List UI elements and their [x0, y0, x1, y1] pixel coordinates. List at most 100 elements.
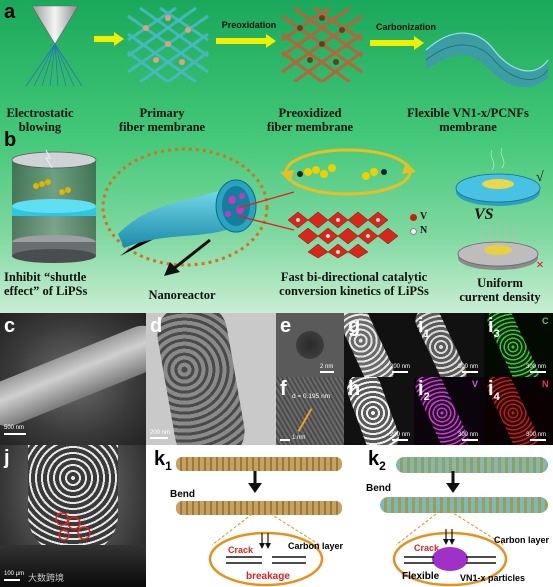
panel-k2-schematic: k2 Bend Crack Carbon layer Flexible VN1-…	[350, 445, 553, 587]
panel-i4-label: i4	[488, 378, 500, 403]
panel-f-label: f	[280, 378, 287, 400]
preoxidation-arrow-label: Preoxidation	[221, 20, 277, 30]
fiber-tube-image	[118, 179, 257, 248]
panel-c-sem-image: c 500 nm	[0, 313, 146, 445]
electrostatic-nozzle-icon	[25, 5, 83, 87]
straight-fiber	[396, 457, 548, 473]
versus-label: VS	[474, 206, 494, 223]
panel-i4-nitrogen-map: i4 N 300 nm	[484, 377, 553, 445]
red-circles	[55, 512, 91, 541]
caption-nanoreactor: Nanoreactor	[148, 288, 216, 302]
scale-bar-label: 300 nm	[526, 432, 547, 438]
panel-f-lattice-image: f d = 0.195 nm 1 nm	[276, 377, 344, 445]
catalytic-cycle-image	[280, 148, 416, 196]
step-caption-electrostatic: Electrostatic blowing	[6, 106, 74, 135]
bend-label: Bend	[366, 483, 391, 494]
bottom-dark-band	[0, 545, 146, 587]
scale-bar	[320, 371, 334, 373]
scale-bar-label: 200 nm	[150, 430, 171, 436]
bent-fiber	[380, 497, 548, 513]
caption-uniform-current: Uniform current density	[459, 276, 541, 305]
cross-mark: ×	[536, 258, 544, 273]
bend-label: Bend	[170, 489, 195, 500]
flexible-membrane-image	[425, 32, 549, 88]
panel-i1-mapping-image: i1 300 nm	[414, 313, 484, 377]
panel-i2-label: i2	[418, 378, 430, 403]
breakage-label: breakage	[246, 571, 290, 582]
caption-catalytic-kinetics: Fast bi-directional catalytic conversion…	[279, 270, 429, 299]
panel-k2-label: k2	[368, 448, 386, 473]
panel-d-label: d	[150, 315, 163, 337]
panel-a-label: a	[4, 1, 16, 23]
scale-bar-label: 2 nm	[320, 364, 334, 370]
panel-j-sem-image: j 100 µm 大数跨境	[0, 445, 146, 587]
scale-bar-label: 300 nm	[458, 432, 479, 438]
scale-bar	[462, 439, 478, 441]
panel-g-haadf-image: g 200 nm	[344, 313, 414, 377]
panel-e-hrtem-image: e 2 nm	[276, 313, 344, 377]
arrow-down-icon	[446, 471, 460, 493]
crack-zoom-ellipse	[208, 510, 324, 587]
scale-bar	[530, 371, 546, 373]
vn-crystal-structure-image	[287, 211, 399, 259]
particle	[296, 331, 324, 359]
caption-shuttle-effect: Inhibit “shuttle effect” of LiPSs	[4, 270, 88, 299]
panel-c-label: c	[4, 315, 16, 337]
element-label: N	[542, 379, 549, 389]
vanadium-legend-dot	[410, 214, 417, 221]
preoxidized-fiber-membrane-image	[281, 6, 363, 82]
zoom-connector-lines	[237, 191, 295, 231]
check-mark: √	[536, 170, 544, 185]
scale-bar-label: 100 µm	[4, 571, 25, 577]
carbonization-arrow-label: Carbonization	[376, 22, 436, 32]
scale-bar-label: 300 nm	[526, 364, 547, 370]
scale-bar-label: 500 nm	[4, 425, 25, 431]
panel-d-tem-image: d 200 nm	[146, 313, 276, 445]
element-label: C	[542, 316, 549, 326]
fiber-shape	[152, 313, 250, 445]
panel-g-label: g	[348, 315, 361, 337]
crack-label: Crack	[228, 545, 254, 555]
panel-b-label: b	[4, 129, 17, 151]
scale-bar	[530, 439, 546, 441]
panel-k1-schematic: k1 Bend Crack Carbon layer breakage	[146, 445, 350, 587]
d-spacing-note: d = 0.195 nm	[292, 393, 331, 400]
watermark: 大数跨境	[28, 574, 65, 584]
lattice-marker	[297, 408, 313, 432]
arrow-right-icon	[216, 34, 276, 48]
carbon-layer-label: Carbon layer	[288, 541, 344, 551]
panel-i3-label: i3	[488, 315, 500, 340]
scale-bar	[462, 371, 478, 373]
straight-fiber	[176, 457, 342, 471]
nitrogen-legend-label: N	[420, 225, 428, 236]
particles-label: VN1-x particles	[460, 573, 526, 583]
panel-i3-carbon-map: i3 C 300 nm	[484, 313, 553, 377]
carbon-layer-label: Carbon layer	[494, 535, 550, 545]
arrow-right-icon	[94, 32, 124, 46]
element-label: V	[472, 379, 479, 389]
scale-bar-label: 200 nm	[390, 364, 411, 370]
panel-i1-label: i1	[418, 315, 430, 340]
panel-h-label: h	[348, 378, 361, 400]
scale-bar	[392, 371, 408, 373]
scale-bar	[392, 439, 408, 441]
crack-label: Crack	[414, 543, 440, 553]
arrow-down-left-icon	[164, 238, 211, 276]
step-caption-preoxidized: Preoxidized fiber membrane	[266, 106, 354, 135]
scale-bar	[4, 433, 26, 435]
panel-h-haadf-image: h 200 nm	[344, 377, 414, 445]
arrow-down-icon	[248, 471, 262, 493]
arrow-right-icon	[370, 36, 424, 50]
uniform-current-disc-top	[455, 148, 541, 206]
scale-bar-label: 300 nm	[458, 364, 479, 370]
scale-bar	[280, 439, 290, 441]
step-caption-flexible: Flexible VN1-x/PCNFs membrane	[407, 106, 529, 135]
fiber-shape	[0, 319, 146, 433]
panel-i2-vanadium-map: i2 V 300 nm	[414, 377, 484, 445]
scale-bar	[4, 579, 20, 581]
panel-j-label: j	[4, 447, 10, 469]
nitrogen-legend-dot	[410, 228, 417, 235]
battery-cell-image	[11, 149, 97, 263]
legend: V N	[410, 211, 450, 242]
